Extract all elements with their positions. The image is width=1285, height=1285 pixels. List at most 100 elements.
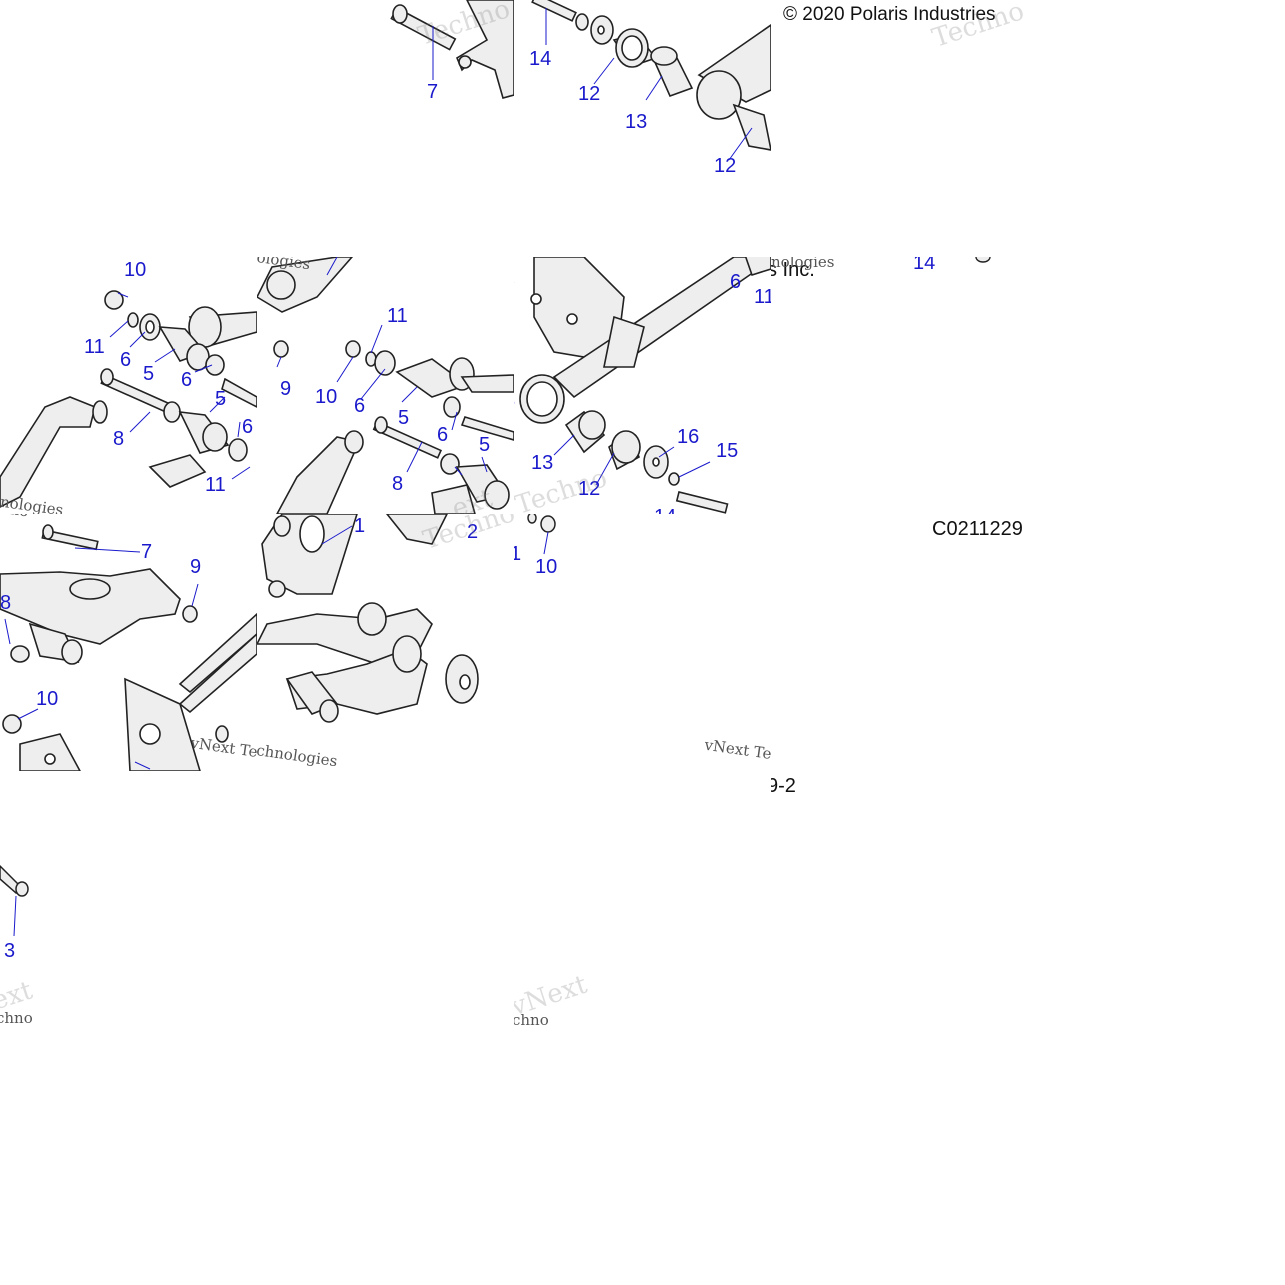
- nut-10: [2, 714, 22, 734]
- bolt-14: [531, 0, 577, 22]
- callout-16: 16: [677, 426, 700, 448]
- tile-frame-pivot-art: [514, 257, 771, 514]
- callout-5: 5: [143, 363, 155, 385]
- callout-8: 8: [0, 592, 12, 614]
- tile-center-links: 15 16 11 9 10 6 5 6 8 5 nologies ext: [257, 257, 514, 514]
- callout-11: 11: [84, 336, 105, 358]
- callout-13: 13: [625, 111, 648, 133]
- washer-6d: [228, 438, 248, 462]
- lower-control-arm: [0, 568, 181, 645]
- tile-center-links-art: [257, 257, 514, 514]
- tile-bushings-12-13: 14 12 13 12: [514, 0, 771, 257]
- lower-arm-stub: [431, 484, 476, 514]
- callout-8: 8: [392, 473, 404, 495]
- diagram-code: C0211229: [932, 518, 1023, 540]
- bracket-arm: [455, 0, 514, 99]
- frame-2-edge: [385, 514, 448, 545]
- callout-1: 1: [514, 543, 522, 565]
- nut-10: [104, 290, 124, 310]
- tile-frame-rear-arms-art: [257, 514, 479, 723]
- washer-15: [668, 472, 680, 486]
- callout-6: 6: [730, 271, 742, 293]
- arm-lower-tube: [148, 454, 207, 488]
- arm-boss: [69, 578, 111, 600]
- nut-8: [10, 645, 30, 663]
- callout-10: 10: [315, 386, 338, 408]
- link-arm: [460, 374, 514, 393]
- bolt-8-head: [374, 416, 388, 434]
- tile-nut-10-art: [527, 514, 556, 555]
- tile-page-ref: 9-2: [771, 771, 1028, 1028]
- callout-12: 12: [578, 478, 601, 500]
- callout-7: 7: [427, 81, 439, 103]
- callout-14: 14: [529, 48, 552, 70]
- sleeve-13-face: [650, 46, 678, 66]
- tile-diagram-code: C0211229: [771, 514, 1028, 771]
- frame-1-hole: [299, 515, 325, 553]
- callout-8: 8: [113, 428, 125, 450]
- pivot-gusset: [603, 315, 645, 368]
- callout-10: 10: [124, 259, 147, 281]
- callout-9: 9: [190, 556, 202, 578]
- callout-10: 10: [36, 688, 59, 710]
- bolt-14: [675, 491, 729, 514]
- tile-bolt-3-art: [0, 864, 29, 937]
- center-link-body: [276, 436, 361, 514]
- plate-right: [124, 677, 201, 771]
- tile-watermark-fragment: vNext chno: [514, 771, 771, 1028]
- pin-right: [460, 416, 514, 441]
- arm-end: [744, 257, 771, 276]
- callout-6: 6: [242, 416, 254, 438]
- callout-12: 12: [578, 83, 601, 105]
- nut-9: [273, 340, 289, 358]
- bushing-12b: [732, 103, 771, 151]
- sleeve-13-face: [578, 410, 606, 440]
- tile-copyright: © 2020 Polaris Industries Techno: [771, 0, 1028, 257]
- sleeve-5b-face: [202, 422, 228, 452]
- control-arm-left: [0, 396, 96, 508]
- callout-11: 11: [205, 474, 226, 496]
- bolt-7-head: [392, 4, 408, 24]
- callout-11: 11: [754, 286, 771, 308]
- copyright-text: © 2020 Polaris Industries: [783, 4, 996, 25]
- upper-rear-arm: [257, 608, 433, 665]
- pin-right: [221, 377, 257, 408]
- upper-rear-arm-bushing: [357, 602, 387, 636]
- watermark-chno: chno: [514, 1011, 549, 1028]
- callout-15: 15: [716, 440, 739, 462]
- bracket-hole: [458, 55, 472, 69]
- nut-9: [182, 605, 198, 623]
- tile-fragment-art: [975, 257, 991, 263]
- nut-small: [268, 580, 286, 598]
- tile-bolt-7: 7 Techno: [257, 0, 514, 257]
- sleeve-5b-face: [484, 480, 510, 510]
- watermark-logies: nologies: [771, 257, 835, 271]
- bolt-8-head: [100, 368, 114, 386]
- callout-6: 6: [354, 395, 366, 417]
- arm-bushing-face: [61, 639, 83, 665]
- tile-frame-rear-arms: 1 2 vNext Technologies Techno: [257, 514, 514, 771]
- lower-rear-arm-boss: [392, 635, 422, 673]
- tile-left-arm-bushings: 10 11 6 5 6 8 5 6 11 vNext Technologies …: [0, 257, 257, 514]
- tile-fragment-right: s Inc. nologies 14: [771, 257, 1028, 514]
- watermark-chno: chno: [0, 1009, 33, 1027]
- tile-lower-arm-art: [0, 524, 257, 771]
- callout-5: 5: [479, 434, 491, 456]
- upper-bracket-bore: [266, 270, 296, 300]
- callout-7: 7: [141, 541, 153, 563]
- callout-9: 9: [280, 378, 292, 400]
- tile-bolt-7-art: [390, 0, 514, 99]
- nut-10: [540, 515, 556, 533]
- tile-left-arm-art: [0, 290, 257, 508]
- callout-8: 8: [514, 391, 515, 411]
- callout-2: 2: [467, 521, 479, 543]
- center-link-bushing: [344, 430, 364, 454]
- callout-14: 14: [654, 507, 676, 514]
- callout-6: 6: [181, 369, 193, 391]
- frame-1-boss: [273, 515, 291, 537]
- washer-6b: [443, 396, 461, 418]
- tile-bolt-3: 3 ext chno: [0, 771, 257, 1028]
- callout-3: 3: [4, 940, 16, 962]
- callout-6: 6: [120, 349, 132, 371]
